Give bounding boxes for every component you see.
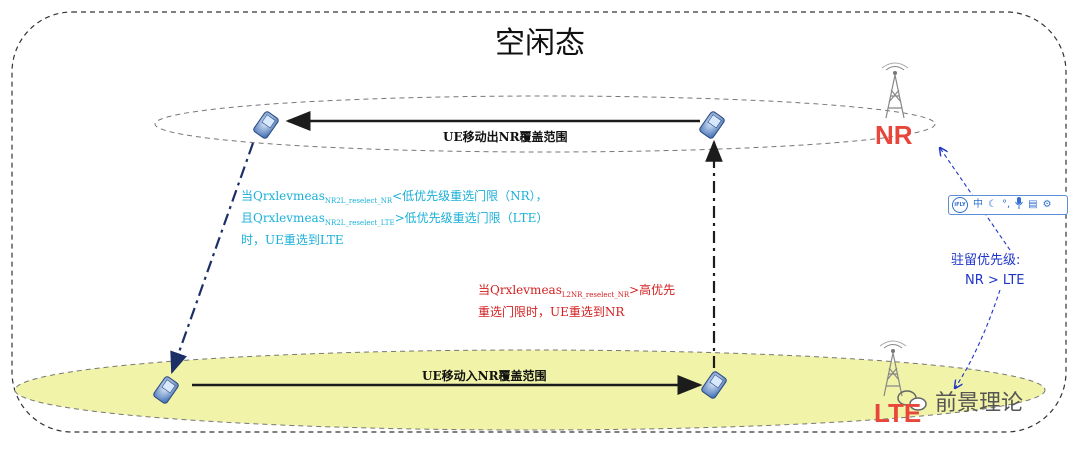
ifly-logo-icon[interactable]: iFLY [952, 197, 968, 213]
camping-priority-label: 驻留优先级: [951, 253, 1021, 268]
priority-connector-lte [955, 289, 1001, 388]
ue-phone-icon [253, 111, 279, 139]
nr-coverage-area [154, 95, 936, 153]
wechat-icon [897, 390, 927, 411]
nr-tower-icon [881, 62, 909, 119]
reselect-to-nr-condition: 当QrxlevmeasL2NR_reselect_NR>高优先 重选门限时，UE… [478, 283, 676, 319]
microphone-icon[interactable] [1015, 196, 1024, 214]
lte-tower-icon [879, 340, 907, 397]
lte-cell-label: LTE [874, 398, 922, 428]
lte-coverage-area [14, 349, 1046, 431]
diagram-title: 空闲态 [495, 26, 585, 61]
ime-toolbar[interactable]: iFLY 中 ☾ °, ▤ ⚙ [948, 195, 1068, 215]
arrow-label-into-nr: UE移动入NR覆盖范围 [422, 369, 547, 383]
arrow-reselect-to-lte [170, 142, 255, 375]
ue-phone-icon [699, 111, 725, 139]
ue-phone-icon [153, 376, 179, 404]
chinese-mode-icon[interactable]: 中 [973, 199, 983, 210]
camping-priority-value: NR > LTE [965, 273, 1025, 288]
moon-icon[interactable]: ☾ [988, 199, 997, 210]
punctuation-icon[interactable]: °, [1001, 199, 1011, 210]
keyboard-icon[interactable]: ▤ [1028, 199, 1038, 210]
ue-phone-icon [701, 371, 727, 399]
reselect-to-lte-condition: 当QrxlevmeasNR2L_reselect_NR<低优先级重选门限（NR）… [241, 189, 549, 247]
camping-priority: 驻留优先级: NR > LTE [951, 251, 1025, 291]
nr-cell-label: NR [875, 120, 913, 150]
arrow-label-out-of-nr: UE移动出NR覆盖范围 [443, 130, 568, 144]
watermark-text: 前景理论 [935, 391, 1024, 416]
gear-icon[interactable]: ⚙ [1042, 199, 1052, 210]
